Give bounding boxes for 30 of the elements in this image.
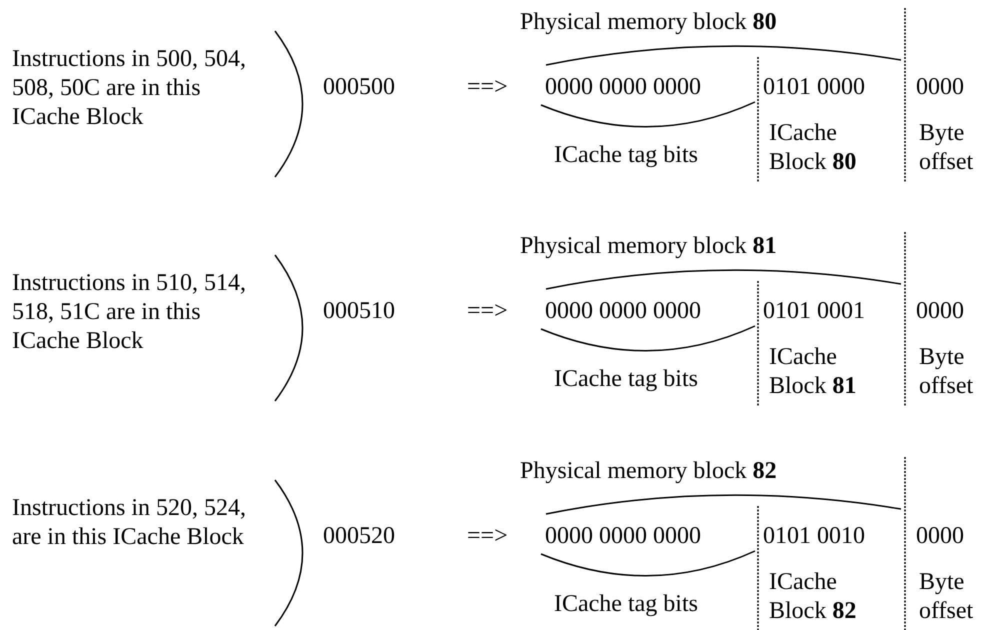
field-label: ICache tag bits	[554, 365, 698, 394]
address-text: 000500	[323, 73, 395, 102]
field-label: Byte offset	[919, 568, 974, 626]
bit-field: 0101 0001	[763, 297, 865, 326]
note-text: Instructions in 510, 514, 518, 51C are in this ICache Block	[12, 269, 247, 356]
field-label: ICache Block 82	[769, 568, 858, 626]
field-label: ICache tag bits	[554, 141, 698, 170]
arrow-symbol: ==>	[467, 297, 508, 326]
arrow-symbol: ==>	[467, 73, 508, 102]
field-label: ICache Block 80	[769, 119, 858, 177]
note-text: Instructions in 500, 504, 508, 50C are in this ICache Block	[12, 45, 247, 132]
bit-field: 0000	[916, 73, 964, 102]
bit-field: 0000	[916, 522, 964, 551]
block-label: Physical memory block 81	[520, 232, 777, 261]
bit-field: 0101 0000	[763, 73, 865, 102]
bit-field: 0000 0000 0000	[545, 73, 701, 102]
block-label: Physical memory block 82	[520, 457, 777, 486]
block-label: Physical memory block 80	[520, 8, 777, 37]
field-label: ICache Block 81	[769, 343, 858, 401]
field-label: Byte offset	[919, 343, 974, 401]
field-label: Byte offset	[919, 119, 974, 177]
note-text: Instructions in 520, 524, are in this ICache Block	[12, 494, 247, 552]
field-label: ICache tag bits	[554, 590, 698, 619]
bit-field: 0101 0010	[763, 522, 865, 551]
address-text: 000510	[323, 297, 395, 326]
bit-field: 0000	[916, 297, 964, 326]
address-text: 000520	[323, 522, 395, 551]
bit-field: 0000 0000 0000	[545, 297, 701, 326]
bit-field: 0000 0000 0000	[545, 522, 701, 551]
arrow-symbol: ==>	[467, 522, 508, 551]
